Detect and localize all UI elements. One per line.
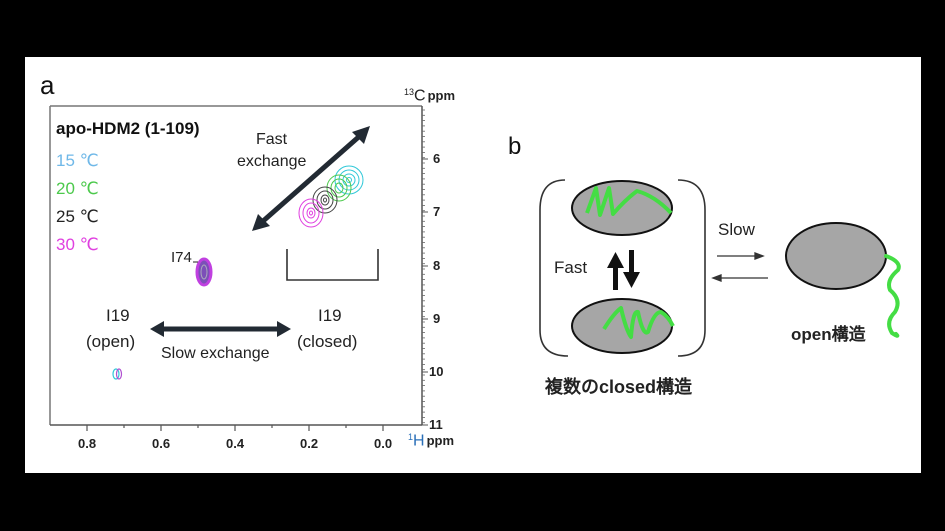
closed-states-bracket [539, 179, 706, 357]
legend-25c: 25 ℃ [56, 207, 99, 226]
x-tick-0-2: 0.2 [300, 436, 319, 451]
open-state [785, 222, 901, 338]
x-axis-label-sup: 1 [408, 432, 414, 442]
slow-label: Slow [718, 220, 755, 239]
panel-b-letter: b [508, 133, 522, 160]
y-tick-7: 7 [433, 204, 441, 219]
disordered-chain-upper [585, 186, 673, 217]
fast-equilibrium-arrows [607, 250, 640, 290]
y-tick-11: 11 [429, 417, 443, 432]
y-axis-label-sup: 13 [404, 87, 415, 97]
legend-20c: 20 ℃ [56, 179, 99, 198]
x-axis-ticks [86, 425, 384, 431]
spectrum-title: apo-HDM2 (1-109) [56, 119, 200, 138]
i19-closed-label-line1: I19 [318, 306, 342, 325]
fast-exchange-label-line2: exchange [237, 153, 307, 170]
i74-label: I74 [171, 249, 192, 266]
slow-exchange-arrow [150, 321, 291, 337]
x-axis-label-nucleus: H [413, 432, 425, 450]
fast-exchange-arrow [252, 126, 370, 231]
open-state-caption: open構造 [791, 325, 866, 344]
figure-panel [25, 57, 921, 473]
y-tick-8: 8 [433, 258, 441, 273]
y-axis-label-nucleus: C [414, 87, 426, 105]
fast-label: Fast [554, 258, 588, 277]
y-tick-9: 9 [433, 311, 441, 326]
y-axis-ticks [422, 158, 428, 426]
bracket [286, 249, 379, 281]
y-tick-6: 6 [433, 151, 441, 166]
closed-state-lower [571, 298, 675, 354]
i74-peak [193, 257, 213, 287]
panel-a-letter: a [40, 70, 55, 100]
x-tick-0-4: 0.4 [226, 436, 245, 451]
x-tick-0-8: 0.8 [78, 436, 97, 451]
legend-15c: 15 ℃ [56, 151, 99, 170]
i19-open-label-line1: I19 [106, 306, 130, 325]
slow-equilibrium-arrows [711, 252, 768, 282]
slow-exchange-label: Slow exchange [161, 345, 270, 362]
y-tick-10: 10 [429, 364, 444, 379]
i19-closed-peaks [298, 165, 364, 228]
i19-open-peak [112, 368, 123, 380]
i19-closed-label-line2: (closed) [297, 332, 358, 351]
x-tick-0-6: 0.6 [152, 436, 171, 451]
fast-exchange-label-line1: Fast [256, 131, 288, 148]
closed-state-upper [571, 180, 673, 236]
x-axis-label-unit: ppm [426, 433, 455, 449]
legend-30c: 30 ℃ [56, 235, 99, 254]
disordered-chain-open [884, 254, 901, 338]
i19-open-label-line2: (open) [86, 332, 136, 351]
y-axis-label-unit: ppm [427, 88, 456, 104]
x-tick-0-0: 0.0 [374, 436, 393, 451]
disordered-chain-lower [602, 306, 675, 339]
closed-states-caption: 複数のclosed構造 [545, 377, 693, 397]
